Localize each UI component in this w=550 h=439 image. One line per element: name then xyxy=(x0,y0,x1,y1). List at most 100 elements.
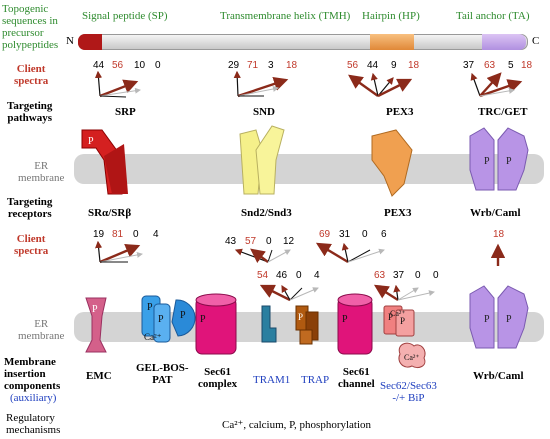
emc-val-4: 4 xyxy=(153,229,159,240)
row-label-client-spectra-2: Client spectra xyxy=(14,233,48,257)
snd-val-2: 71 xyxy=(247,60,259,71)
client-spectra-2-line-2: spectra xyxy=(14,245,49,257)
row-label-client-spectra: Client spectra xyxy=(14,63,48,87)
sec61c-arrow-1 xyxy=(234,248,269,263)
c-terminus-label: C xyxy=(532,35,540,47)
membrane-insertion-line-1: Membrane xyxy=(4,356,56,368)
gel-line-1: GEL-BOS- xyxy=(136,362,189,374)
er-membrane-line-2: membrane xyxy=(18,172,65,184)
er-membrane-line-1: ER xyxy=(34,160,49,172)
sec61-complex-shape: P xyxy=(195,293,237,355)
sec61ch-arrow-4 xyxy=(347,248,385,263)
sec61c-val-2: 57 xyxy=(245,236,257,247)
sec61ch-val-4: 6 xyxy=(381,229,387,240)
receptor-wrb: Wrb/Caml xyxy=(470,207,521,219)
gel-line-2: PAT xyxy=(152,374,173,386)
srp-arrow-3 xyxy=(99,87,141,97)
topogenic-label: Topogenic sequences in precursor polypep… xyxy=(2,3,58,51)
sec62-val-3: 0 xyxy=(415,270,421,281)
sec61ch-line-2: channel xyxy=(338,378,375,390)
srp-val-1: 44 xyxy=(93,60,105,71)
sec62-sec63-shape: P P Ca²⁺ Ca²⁺ xyxy=(383,305,426,369)
pex3-arrow-fan xyxy=(348,72,413,98)
targeting-receptors-line-2: receptors xyxy=(7,208,52,220)
snd-val-4: 18 xyxy=(286,60,298,71)
trap-arrow-3 xyxy=(289,287,303,301)
row-label-targeting-pathways: Targeting pathways xyxy=(7,100,52,124)
sec62-arrow-4 xyxy=(397,290,435,301)
er-membrane-2-line-2: membrane xyxy=(18,330,65,342)
sec61ch-arrow-2 xyxy=(341,242,349,263)
pathway-trc-get: TRC/GET xyxy=(478,106,528,118)
emc-arrow-fan xyxy=(95,240,143,264)
trap-arrow-1 xyxy=(259,284,291,302)
topogenic-line-3: precursor xyxy=(2,27,44,39)
sec61ch-arrow-fan xyxy=(315,242,385,264)
topogenic-line-1: Topogenic xyxy=(2,3,49,15)
emc-arrow-1 xyxy=(95,240,103,263)
srp-arrow-fan xyxy=(94,70,141,98)
regulatory-line-1: Regulatory xyxy=(6,412,55,424)
regulatory-text: Ca²⁺, calcium, P, phosphorylation xyxy=(222,419,372,431)
emc-val-3: 0 xyxy=(133,229,139,240)
pex3-val-1: 56 xyxy=(347,60,359,71)
sec61ch-val-1: 69 xyxy=(319,229,331,240)
sec61ch-val-3: 0 xyxy=(362,229,368,240)
gel-p-mark-3: P xyxy=(180,310,186,321)
membrane-insertion-line-2: insertion xyxy=(4,368,46,380)
trap-shape: P xyxy=(295,305,319,345)
pex3-val-3: 9 xyxy=(391,60,397,71)
segment-block-ta xyxy=(482,34,526,50)
client-spectra-2-line-1: Client xyxy=(16,233,46,245)
snd-val-1: 29 xyxy=(228,60,240,71)
membrane-insertion-line-3: components xyxy=(4,380,61,392)
sec62-p-mark-2: P xyxy=(400,316,405,326)
regulatory-line-2: mechanisms xyxy=(6,424,61,436)
row-label-regulatory: Regulatory mechanisms xyxy=(6,412,60,436)
bip-shape xyxy=(398,342,426,369)
wrb-bottom-p-mark-2: P xyxy=(506,314,512,325)
snd-arrow-1 xyxy=(233,70,241,97)
component-wrb: Wrb/Caml xyxy=(473,370,524,382)
snd-arrow-2 xyxy=(237,76,289,98)
sec62-p-mark-1: P xyxy=(388,312,393,322)
sec61c-val-3: 0 xyxy=(266,236,272,247)
pathway-srp: SRP xyxy=(115,106,136,118)
gel-bos-pat-shape: P P P Ca²⁺ xyxy=(141,295,196,343)
sec62-line-1: Sec62/Sec63 xyxy=(380,380,437,392)
sec62-arrow-2 xyxy=(393,284,401,301)
bip-ca-mark: Ca²⁺ xyxy=(404,353,420,362)
sec61c-val-1: 43 xyxy=(225,236,237,247)
trap-arrow-2 xyxy=(281,284,291,301)
component-sec62: Sec62/Sec63 -/+ BiP xyxy=(380,380,437,404)
targeting-receptors-line-1: Targeting xyxy=(7,196,53,208)
wrb-receptor-shape: P P xyxy=(469,127,529,191)
sec61c-arrow-2 xyxy=(250,248,269,263)
pex3-arrow-4 xyxy=(377,78,413,98)
snd-receptor-shape xyxy=(239,125,285,195)
srp-arrow-2 xyxy=(99,79,139,98)
sec62-val-1: 63 xyxy=(374,270,386,281)
receptor-pex3: PEX3 xyxy=(384,207,412,219)
component-gel-bos-pat: GEL-BOS- PAT xyxy=(136,362,189,386)
topogenic-line-4: polypeptides xyxy=(2,39,59,51)
trc-val-4: 18 xyxy=(521,60,533,71)
trap-val-3: 0 xyxy=(296,270,302,281)
emc-p-mark: P xyxy=(92,304,98,315)
sec62-arrow-3 xyxy=(397,287,419,301)
sec62-val-4: 0 xyxy=(433,270,439,281)
gel-ca-mark: Ca²⁺ xyxy=(144,332,162,342)
srp-val-3: 10 xyxy=(134,60,146,71)
srp-arrow-1 xyxy=(94,70,103,97)
receptor-sr: SRα/SRβ xyxy=(88,207,132,219)
component-emc: EMC xyxy=(86,370,112,382)
sec61c-line-1: Sec61 xyxy=(204,366,231,378)
row-label-er-membrane: ER membrane xyxy=(18,160,64,184)
trc-arrow-1 xyxy=(470,72,481,97)
pathway-snd: SND xyxy=(253,106,276,118)
trap-val-2: 46 xyxy=(276,270,288,281)
sec62-ca-mark: Ca²⁺ xyxy=(390,309,406,318)
emc-val-2: 81 xyxy=(112,229,124,240)
targeting-pathways-line-2: pathways xyxy=(7,112,53,124)
